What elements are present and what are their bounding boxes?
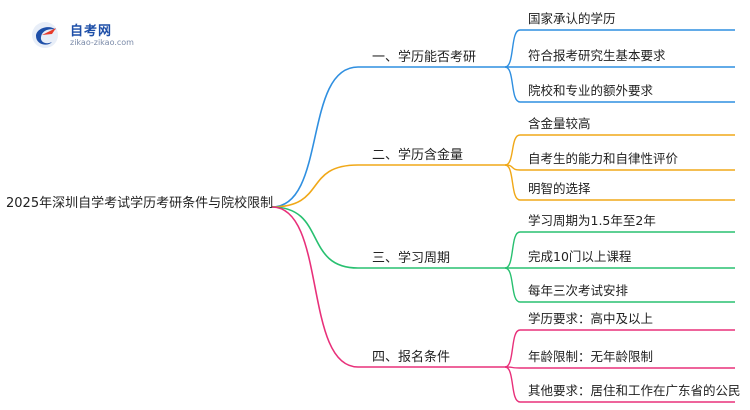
link-root-branch-4 (271, 206, 505, 368)
branch-2-label: 二、学历含金量 (372, 147, 463, 163)
mind-map-links (271, 29, 735, 403)
branch-3-leaf-2: 完成10门以上课程 (528, 249, 632, 264)
logo-url: zikao-zikao.com (70, 38, 134, 47)
branch-3-leaf-1: 学习周期为1.5年至2年 (528, 213, 656, 228)
link-branch-4-leaf-3 (504, 366, 735, 403)
link-branch-3-leaf-3 (504, 267, 735, 303)
link-branch-4-leaf-2 (504, 366, 735, 369)
branch-1-leaf-2: 符合报考研究生基本要求 (528, 48, 666, 63)
branch-2-leaf-2: 自考生的能力和自律性评价 (528, 151, 679, 166)
link-branch-2-leaf-1 (504, 134, 735, 166)
link-branch-1-leaf-1 (504, 29, 735, 68)
branch-2-leaf-3: 明智的选择 (528, 181, 591, 196)
branch-4-leaf-1: 学历要求：高中及以上 (528, 311, 653, 326)
mind-map-nodes: 2025年深圳自学考试学历考研条件与院校限制 一、学历能否考研 国家承认的学历符合… (6, 11, 741, 398)
link-branch-3-leaf-1 (504, 231, 735, 269)
link-branch-4-leaf-1 (504, 329, 735, 368)
link-root-branch-3 (271, 206, 505, 269)
link-branch-1-leaf-3 (504, 66, 735, 103)
branch-3-leaf-3: 每年三次考试安排 (528, 283, 629, 298)
branch-4-leaf-3: 其他要求：居住和工作在广东省的公民 (528, 383, 741, 398)
branch-3-label: 三、学习周期 (372, 250, 450, 266)
link-root-branch-2 (271, 164, 505, 208)
branch-1-label: 一、学历能否考研 (372, 49, 476, 65)
branch-4-leaf-2: 年龄限制：无年龄限制 (528, 349, 653, 364)
site-logo[interactable]: 自考网 zikao-zikao.com (30, 18, 150, 54)
branch-1-leaf-1: 国家承认的学历 (528, 11, 616, 26)
branch-4-label: 四、报名条件 (372, 349, 450, 365)
logo-name: 自考网 (70, 24, 113, 39)
link-branch-2-leaf-3 (504, 164, 735, 201)
branch-1-leaf-3: 院校和专业的额外要求 (528, 83, 654, 98)
branch-2-leaf-1: 含金量较高 (528, 116, 591, 131)
root-topic: 2025年深圳自学考试学历考研条件与院校限制 (6, 195, 273, 211)
logo-mark-icon (32, 22, 58, 48)
link-root-branch-1 (271, 66, 505, 208)
